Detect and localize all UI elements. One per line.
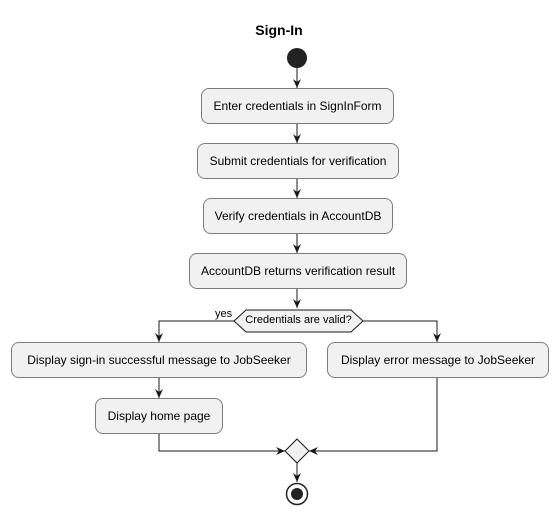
step-verify-credentials: Verify credentials in AccountDB	[203, 198, 393, 234]
step-display-home: Display home page	[95, 398, 223, 434]
step-display-error: Display error message to JobSeeker	[327, 342, 549, 378]
edge-decision-no	[363, 320, 441, 342]
end-node-inner	[291, 488, 303, 500]
decision-question: Credentials are valid?	[245, 314, 352, 326]
decision-yes-label: yes	[215, 308, 233, 320]
step-display-success: Display sign-in successful message to Jo…	[11, 342, 307, 378]
step-enter-credentials: Enter credentials in SignInForm	[201, 88, 394, 124]
diagram-title: Sign-In	[255, 22, 303, 38]
merge-diamond	[284, 438, 310, 464]
edge-decision-yes	[155, 320, 234, 342]
step-returns-result: AccountDB returns verification result	[189, 253, 407, 289]
step-submit-credentials: Submit credentials for verification	[197, 143, 399, 179]
edge-home-to-merge	[158, 434, 285, 455]
edge-error-to-merge	[309, 378, 438, 455]
start-node	[287, 48, 307, 68]
